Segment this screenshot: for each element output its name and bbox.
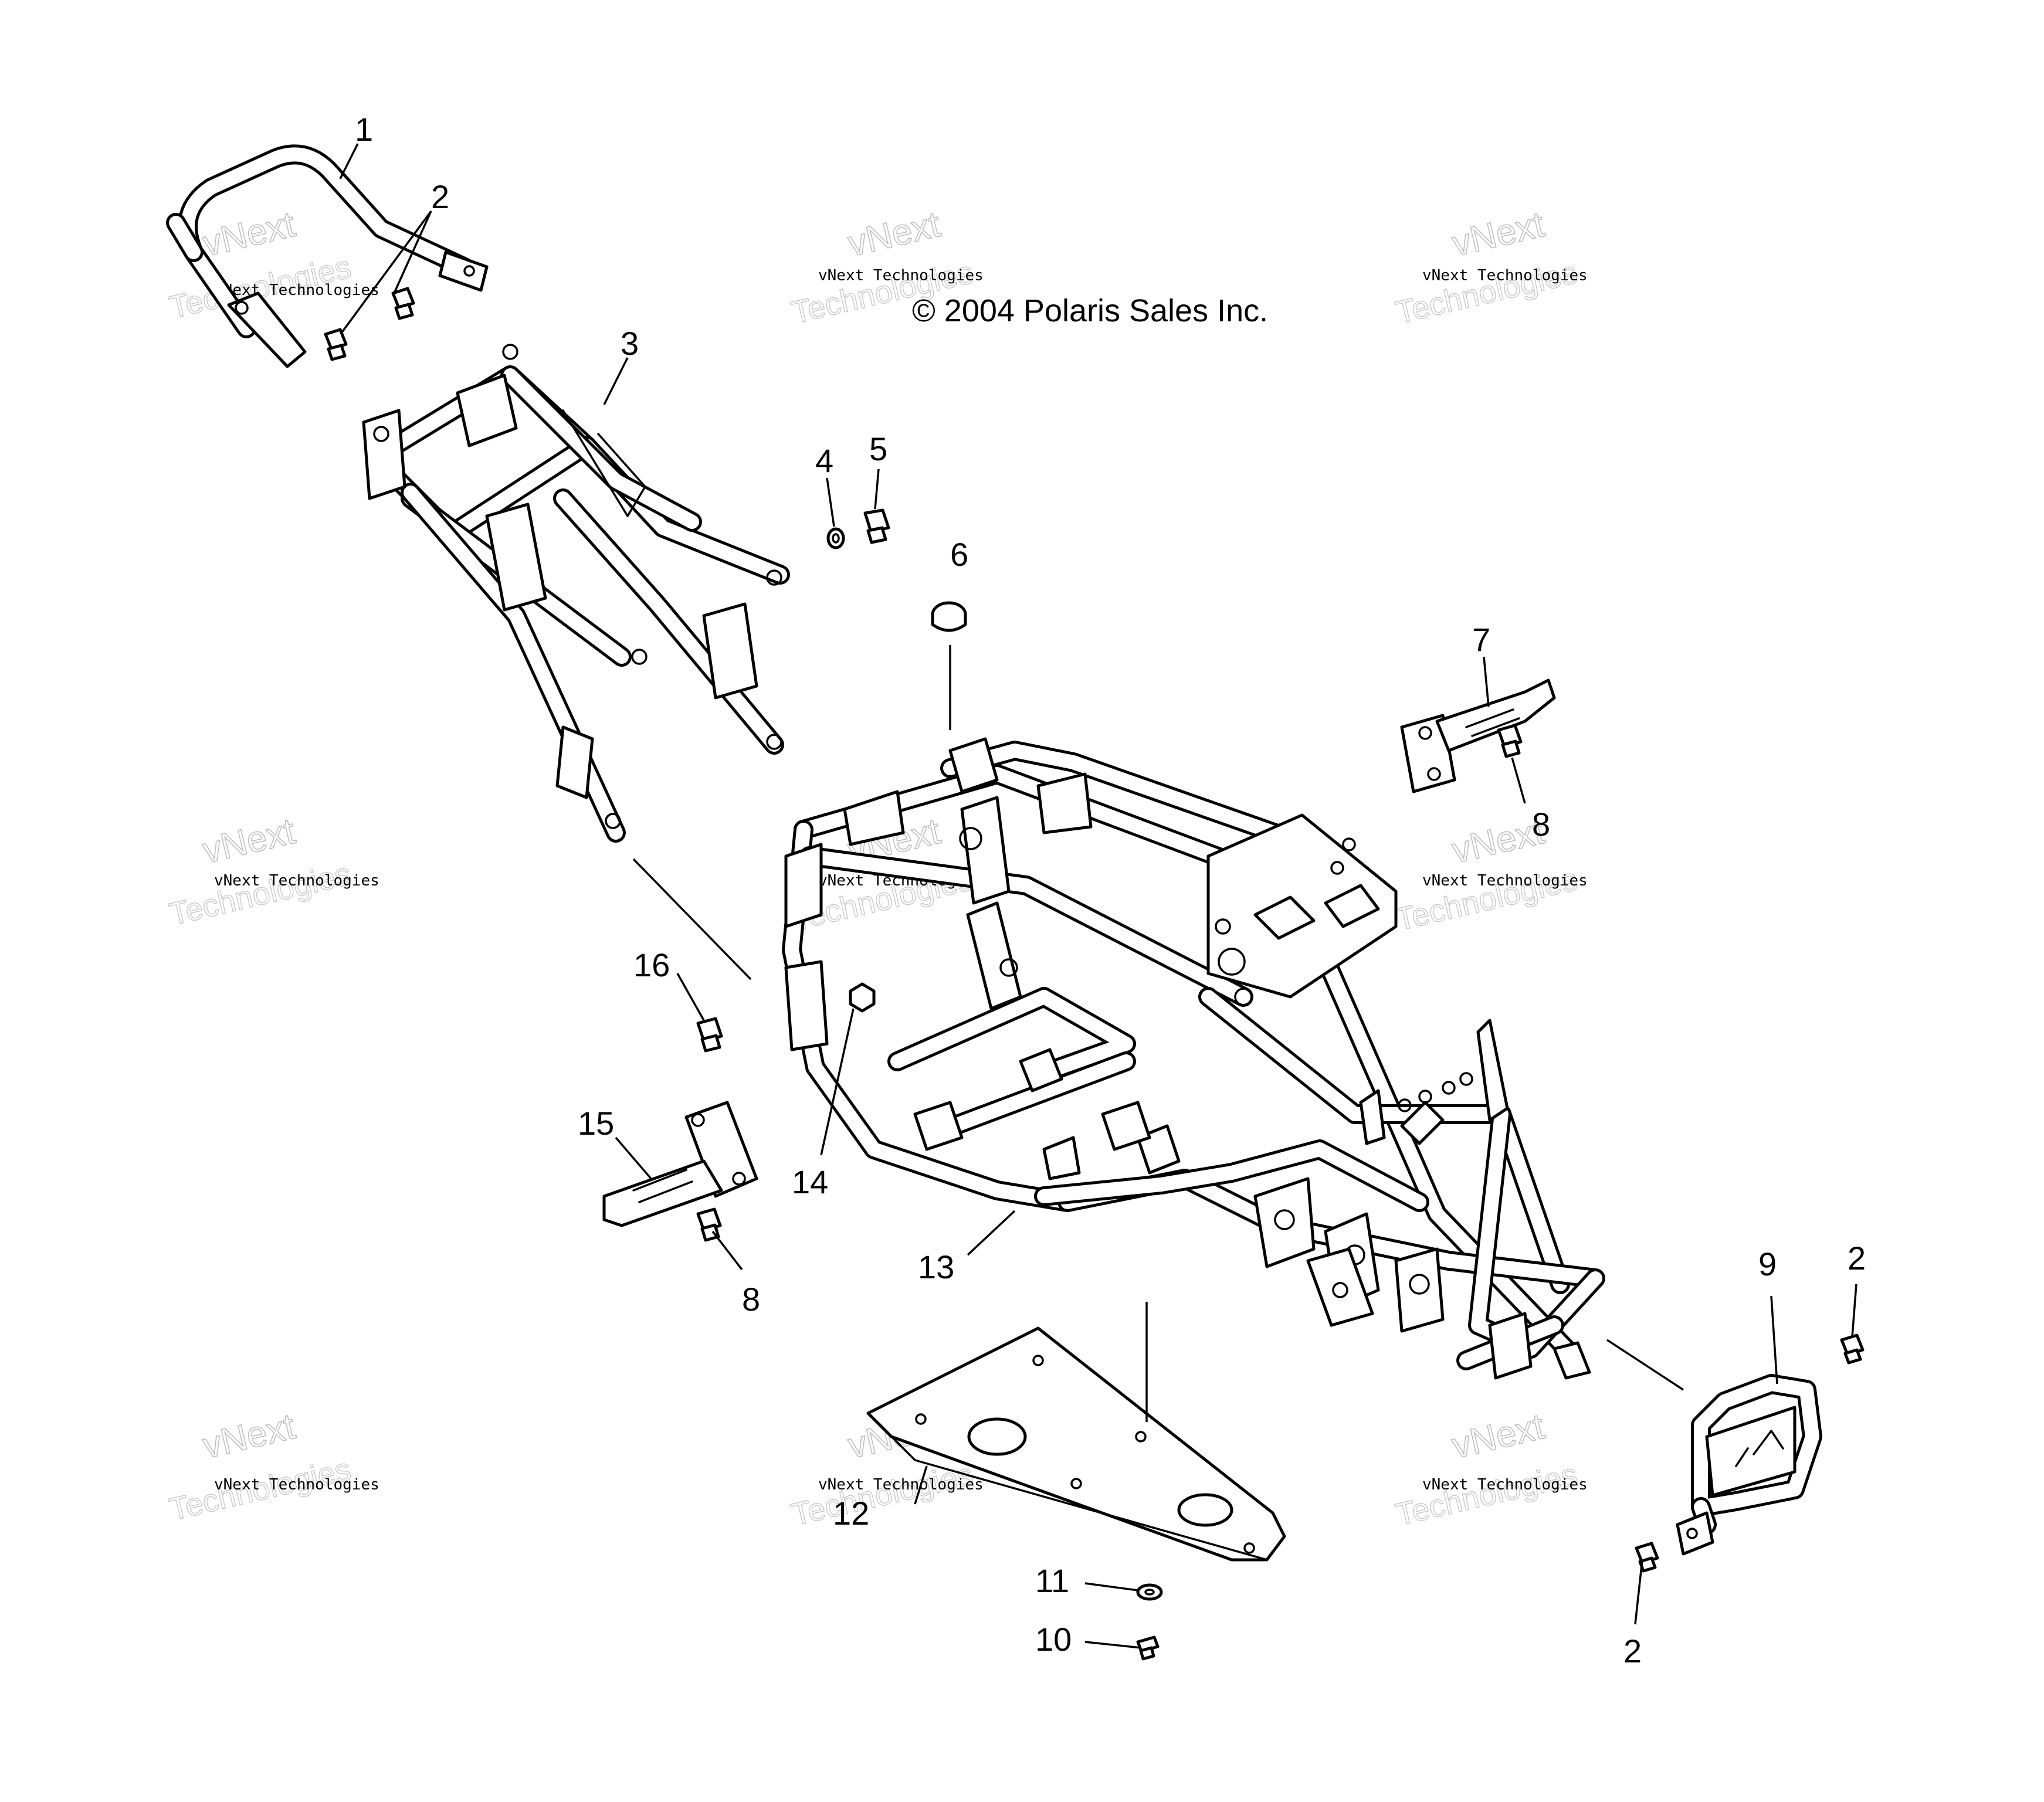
watermark-vnext: vNext: [199, 811, 299, 871]
callout-3: 3: [621, 325, 639, 362]
watermark-text: vNext Technologies: [214, 1476, 379, 1494]
nut-part-14: [849, 982, 876, 1013]
callout-15: 15: [578, 1105, 614, 1142]
callout-2: 2: [1848, 1240, 1866, 1277]
callout-8: 8: [742, 1281, 760, 1318]
footrest-part-7: [1400, 678, 1556, 793]
front-bumper-part-9: [1676, 1374, 1822, 1556]
assembly-lines: [632, 645, 1684, 1422]
callout-11: 11: [1035, 1562, 1069, 1599]
watermark-vnext: vNext: [1448, 204, 1548, 264]
bolt-part-10: [1136, 1635, 1160, 1661]
rear-subframe-part-3: [362, 344, 790, 843]
bolt-part-8: [1497, 724, 1523, 758]
watermark-vnext: vNext: [844, 204, 944, 264]
watermark-technologies: Technologies: [1392, 1457, 1581, 1532]
rear-bumper-part-1: [166, 144, 489, 368]
callout-5: 5: [869, 430, 887, 467]
watermark-vnext: vNext: [1448, 1406, 1548, 1467]
callout-2: 2: [1623, 1633, 1642, 1669]
callout-13: 13: [918, 1248, 954, 1285]
callout-12: 12: [833, 1495, 869, 1532]
plug-part-6: [931, 601, 967, 632]
callout-14: 14: [792, 1163, 828, 1200]
washer-part-11: [1136, 1583, 1163, 1601]
bolt-part-8: [696, 1207, 722, 1242]
callout-16: 16: [633, 946, 670, 983]
bolt-part-2: [1635, 1542, 1659, 1573]
watermark-technologies: Technologies: [788, 1457, 977, 1532]
watermark-text: vNext Technologies: [214, 281, 379, 299]
bolt-part-2: [391, 287, 415, 320]
watermark-text: vNext Technologies: [1422, 267, 1588, 284]
callout-8: 8: [1532, 806, 1550, 843]
watermark-vnext: vNext: [199, 204, 299, 264]
callout-10: 10: [1035, 1621, 1072, 1658]
main-frame-part-13: [782, 737, 1605, 1380]
footrest-part-15: [602, 1101, 758, 1227]
leader-lines: [339, 143, 1857, 1649]
watermark-text: vNext Technologies: [1422, 872, 1588, 890]
bolt-part-2: [1840, 1333, 1865, 1365]
bolt-part-5: [863, 508, 890, 544]
callout-4: 4: [815, 442, 833, 479]
watermark-technologies: Technologies: [1392, 254, 1581, 330]
bolt-part-16: [696, 1017, 723, 1053]
watermark-technologies: Technologies: [166, 856, 354, 932]
callout-9: 9: [1758, 1246, 1777, 1282]
callouts: 1 2 3 4 5 6 7 8 16 15 14 8 13 12 11 10 9…: [355, 111, 1866, 1669]
watermark-text: vNext Technologies: [818, 1476, 984, 1494]
copyright-notice: © 2004 Polaris Sales Inc.: [912, 293, 1268, 328]
callout-1: 1: [355, 111, 373, 148]
watermark-text: vNext Technologies: [1422, 1476, 1588, 1494]
watermark-vnext: vNext: [199, 1406, 299, 1467]
callout-2: 2: [431, 178, 449, 215]
watermark-text: vNext Technologies: [818, 267, 984, 284]
nut-part-4: [826, 527, 845, 549]
watermark-text: vNext Technologies: [214, 872, 379, 890]
bolt-part-2: [324, 328, 348, 361]
callout-7: 7: [1472, 621, 1490, 658]
skid-plate-part-12: [866, 1326, 1286, 1562]
callout-6: 6: [950, 536, 968, 573]
